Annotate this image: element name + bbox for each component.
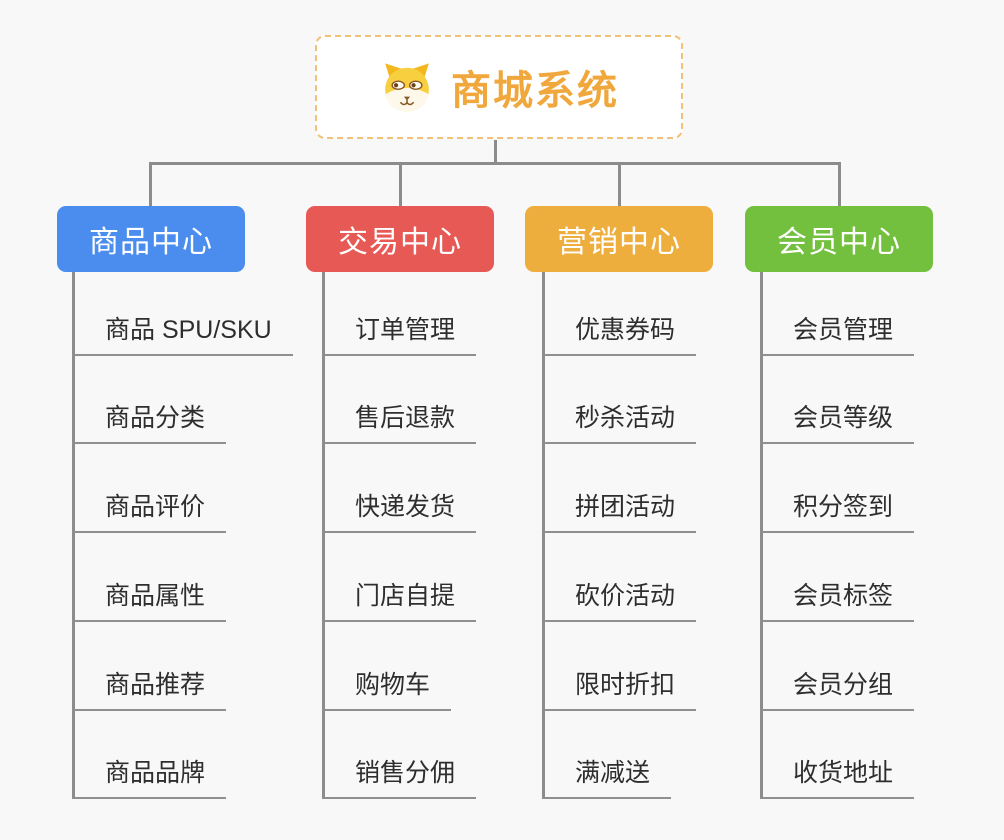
connector-drop	[399, 162, 402, 206]
connector-column-trunk	[760, 272, 763, 799]
leaf-node[interactable]: 商品评价	[72, 492, 227, 533]
leaf-node[interactable]: 商品分类	[72, 403, 227, 444]
leaf-node[interactable]: 积分签到	[760, 492, 915, 533]
branch-product-center[interactable]: 商品中心	[57, 206, 245, 272]
dog-face-icon	[385, 63, 429, 112]
connector-column-trunk	[542, 272, 545, 799]
leaf-node[interactable]: 限时折扣	[542, 670, 697, 711]
leaf-node[interactable]: 商品品牌	[72, 758, 227, 799]
connector-root-stem	[494, 140, 497, 164]
leaf-node[interactable]: 会员管理	[760, 315, 915, 356]
branch-marketing-center[interactable]: 营销中心	[525, 206, 713, 272]
leaf-node[interactable]: 会员分组	[760, 670, 915, 711]
root-node[interactable]: 商城系统	[315, 35, 683, 139]
leaf-node[interactable]: 销售分佣	[322, 758, 477, 799]
connector-column-trunk	[322, 272, 325, 799]
connector-column-trunk	[72, 272, 75, 799]
connector-drop	[838, 162, 841, 206]
leaf-node[interactable]: 秒杀活动	[542, 403, 697, 444]
leaf-node[interactable]: 订单管理	[322, 315, 477, 356]
branch-member-center[interactable]: 会员中心	[745, 206, 933, 272]
leaf-node[interactable]: 会员标签	[760, 581, 915, 622]
leaf-node[interactable]: 会员等级	[760, 403, 915, 444]
connector-trunk	[149, 162, 841, 165]
leaf-node[interactable]: 优惠券码	[542, 315, 697, 356]
leaf-node[interactable]: 收货地址	[760, 758, 915, 799]
connector-drop	[149, 162, 152, 206]
connector-drop	[618, 162, 621, 206]
leaf-node[interactable]: 商品 SPU/SKU	[72, 315, 293, 356]
leaf-node[interactable]: 满减送	[542, 758, 672, 799]
leaf-node[interactable]: 售后退款	[322, 403, 477, 444]
branch-title: 交易中心	[338, 226, 462, 259]
branch-trade-center[interactable]: 交易中心	[306, 206, 494, 272]
leaf-node[interactable]: 商品属性	[72, 581, 227, 622]
leaf-node[interactable]: 砍价活动	[542, 581, 697, 622]
branch-title: 商品中心	[89, 226, 213, 259]
branch-title: 营销中心	[557, 226, 681, 259]
leaf-node[interactable]: 门店自提	[322, 581, 477, 622]
leaf-node[interactable]: 购物车	[322, 670, 452, 711]
root-title: 商城系统	[451, 69, 619, 113]
leaf-node[interactable]: 快递发货	[322, 492, 477, 533]
branch-title: 会员中心	[777, 226, 901, 259]
leaf-node[interactable]: 商品推荐	[72, 670, 227, 711]
leaf-node[interactable]: 拼团活动	[542, 492, 697, 533]
